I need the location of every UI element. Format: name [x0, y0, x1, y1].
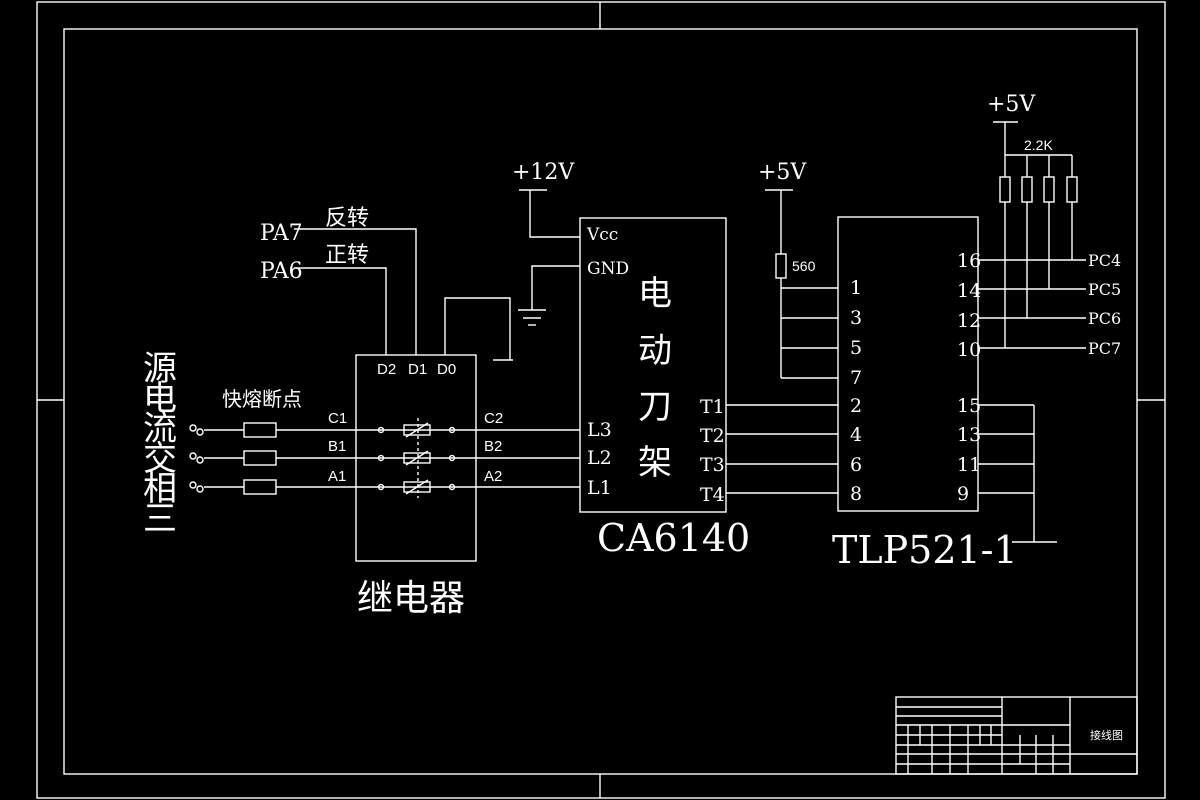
fuse-label: 快熔断点 — [222, 387, 302, 411]
power-label-char: 相 — [143, 469, 177, 509]
pullup-resistor — [999, 176, 1011, 203]
pin-l2: L2 — [587, 447, 612, 469]
tool-holder-char: 动 — [638, 331, 672, 371]
relay-pin-c2: C2 — [484, 410, 503, 427]
relay-pin-a2: A2 — [484, 468, 502, 485]
pin-l3: L3 — [587, 419, 612, 441]
pullup-resistor — [1066, 176, 1078, 203]
signal-reverse-label: 反转 — [325, 206, 369, 231]
pullup-network: +5V 2.2K PC4 PC5 PC6 PC7 — [978, 92, 1121, 358]
pin-t3: T3 — [700, 454, 725, 476]
supply-12v-label: +12V — [512, 160, 575, 185]
resistor-560 — [775, 253, 787, 279]
relay-pin-b1: B1 — [328, 438, 346, 455]
phase-b-terminal — [189, 452, 204, 464]
power-label-char: 交 — [143, 439, 177, 479]
opto-pin-7: 7 — [850, 367, 862, 389]
relay-title: 继电器 — [357, 578, 465, 619]
opto-pin-11: 11 — [957, 454, 981, 476]
pin-t2: T2 — [700, 425, 725, 447]
pullup-supply-label: +5V — [987, 92, 1036, 117]
power-label-char: 源 — [143, 349, 177, 389]
output-pc5: PC5 — [1088, 280, 1121, 299]
opto-pin-15: 15 — [957, 395, 981, 417]
supply-5v-label: +5V — [758, 160, 807, 185]
opto-pin-8: 8 — [850, 483, 862, 505]
tool-holder-char: 刀 — [638, 387, 672, 427]
drawing-name: 接线图 — [1090, 728, 1123, 742]
opto-pin-2: 2 — [850, 395, 862, 417]
opto-pin-9: 9 — [957, 483, 969, 505]
pin-l1: L1 — [587, 477, 612, 499]
power-label-char: 流 — [143, 409, 177, 449]
fuse-b — [243, 450, 277, 466]
opto-pin-6: 6 — [850, 454, 862, 476]
relay-pin-c1: C1 — [328, 410, 347, 427]
title-block: 接线图 — [895, 696, 1138, 775]
pullup-resistor-label: 2.2K — [1024, 137, 1053, 153]
resistor-560-label: 560 — [792, 258, 816, 274]
pin-t4: T4 — [700, 484, 725, 506]
pin-t1: T1 — [700, 396, 725, 418]
relay-contacts — [377, 418, 456, 498]
drawing-frame — [36, 1, 1166, 799]
signal-forward-label: 正转 — [325, 243, 369, 268]
relay-pin-d0: D0 — [437, 361, 456, 378]
output-pc6: PC6 — [1088, 309, 1121, 328]
opto-supply: +5V 560 — [758, 160, 838, 379]
opto-pin-1: 1 — [850, 277, 862, 299]
opto-pin-12: 12 — [957, 310, 981, 332]
relay-pin-d2: D2 — [377, 361, 396, 378]
opto-pin-4: 4 — [850, 424, 862, 446]
opto-pin-3: 3 — [850, 307, 862, 329]
tool-to-opto-wires — [726, 404, 838, 494]
phase-c-terminal — [189, 424, 204, 436]
opto-pin-5: 5 — [850, 337, 862, 359]
relay-pin-a1: A1 — [328, 468, 346, 485]
relay-pin-b2: B2 — [484, 438, 502, 455]
tool-holder-model: CA6140 — [597, 516, 750, 560]
pullup-resistor — [1043, 176, 1055, 203]
tool-holder-char: 架 — [638, 443, 672, 483]
opto-pin-14: 14 — [957, 280, 981, 302]
relay: D2 D1 D0 C1 B1 A1 C2 B2 A2 继电器 — [328, 354, 503, 619]
relay-pin-d1: D1 — [408, 361, 427, 378]
power-label-char: 三 — [143, 499, 177, 539]
output-pc4: PC4 — [1088, 251, 1121, 270]
fuse-a — [243, 479, 277, 495]
pullup-resistor — [1021, 176, 1033, 203]
opto-pin-13: 13 — [957, 424, 981, 446]
signal-pa7: PA7 — [260, 221, 303, 246]
opto-pin-16: 16 — [957, 250, 981, 272]
output-pc7: PC7 — [1088, 339, 1121, 358]
power-source-label: 三 相 交 流 电 源 — [143, 349, 177, 539]
pin-vcc: Vcc — [586, 225, 618, 245]
direction-signals: PA7 PA6 反转 正转 — [260, 206, 513, 361]
tool-holder-char: 电 — [638, 274, 672, 314]
opto-pin-10: 10 — [957, 339, 981, 361]
tool-holder: +12V Vcc GND 电 动 刀 架 L3 L2 L1 T1 T2 T3 T… — [512, 160, 750, 560]
pin-gnd: GND — [587, 259, 629, 279]
phase-a-terminal — [189, 481, 204, 493]
optocoupler: 1 3 5 7 2 4 6 8 16 14 12 10 15 13 11 9 T… — [832, 216, 1018, 572]
power-terminals — [189, 422, 580, 495]
opto-emitter-ground — [978, 404, 1057, 543]
signal-pa6: PA6 — [260, 259, 303, 284]
power-label-char: 电 — [143, 379, 177, 419]
fuse-c — [243, 422, 277, 438]
opto-model: TLP521-1 — [832, 528, 1018, 572]
